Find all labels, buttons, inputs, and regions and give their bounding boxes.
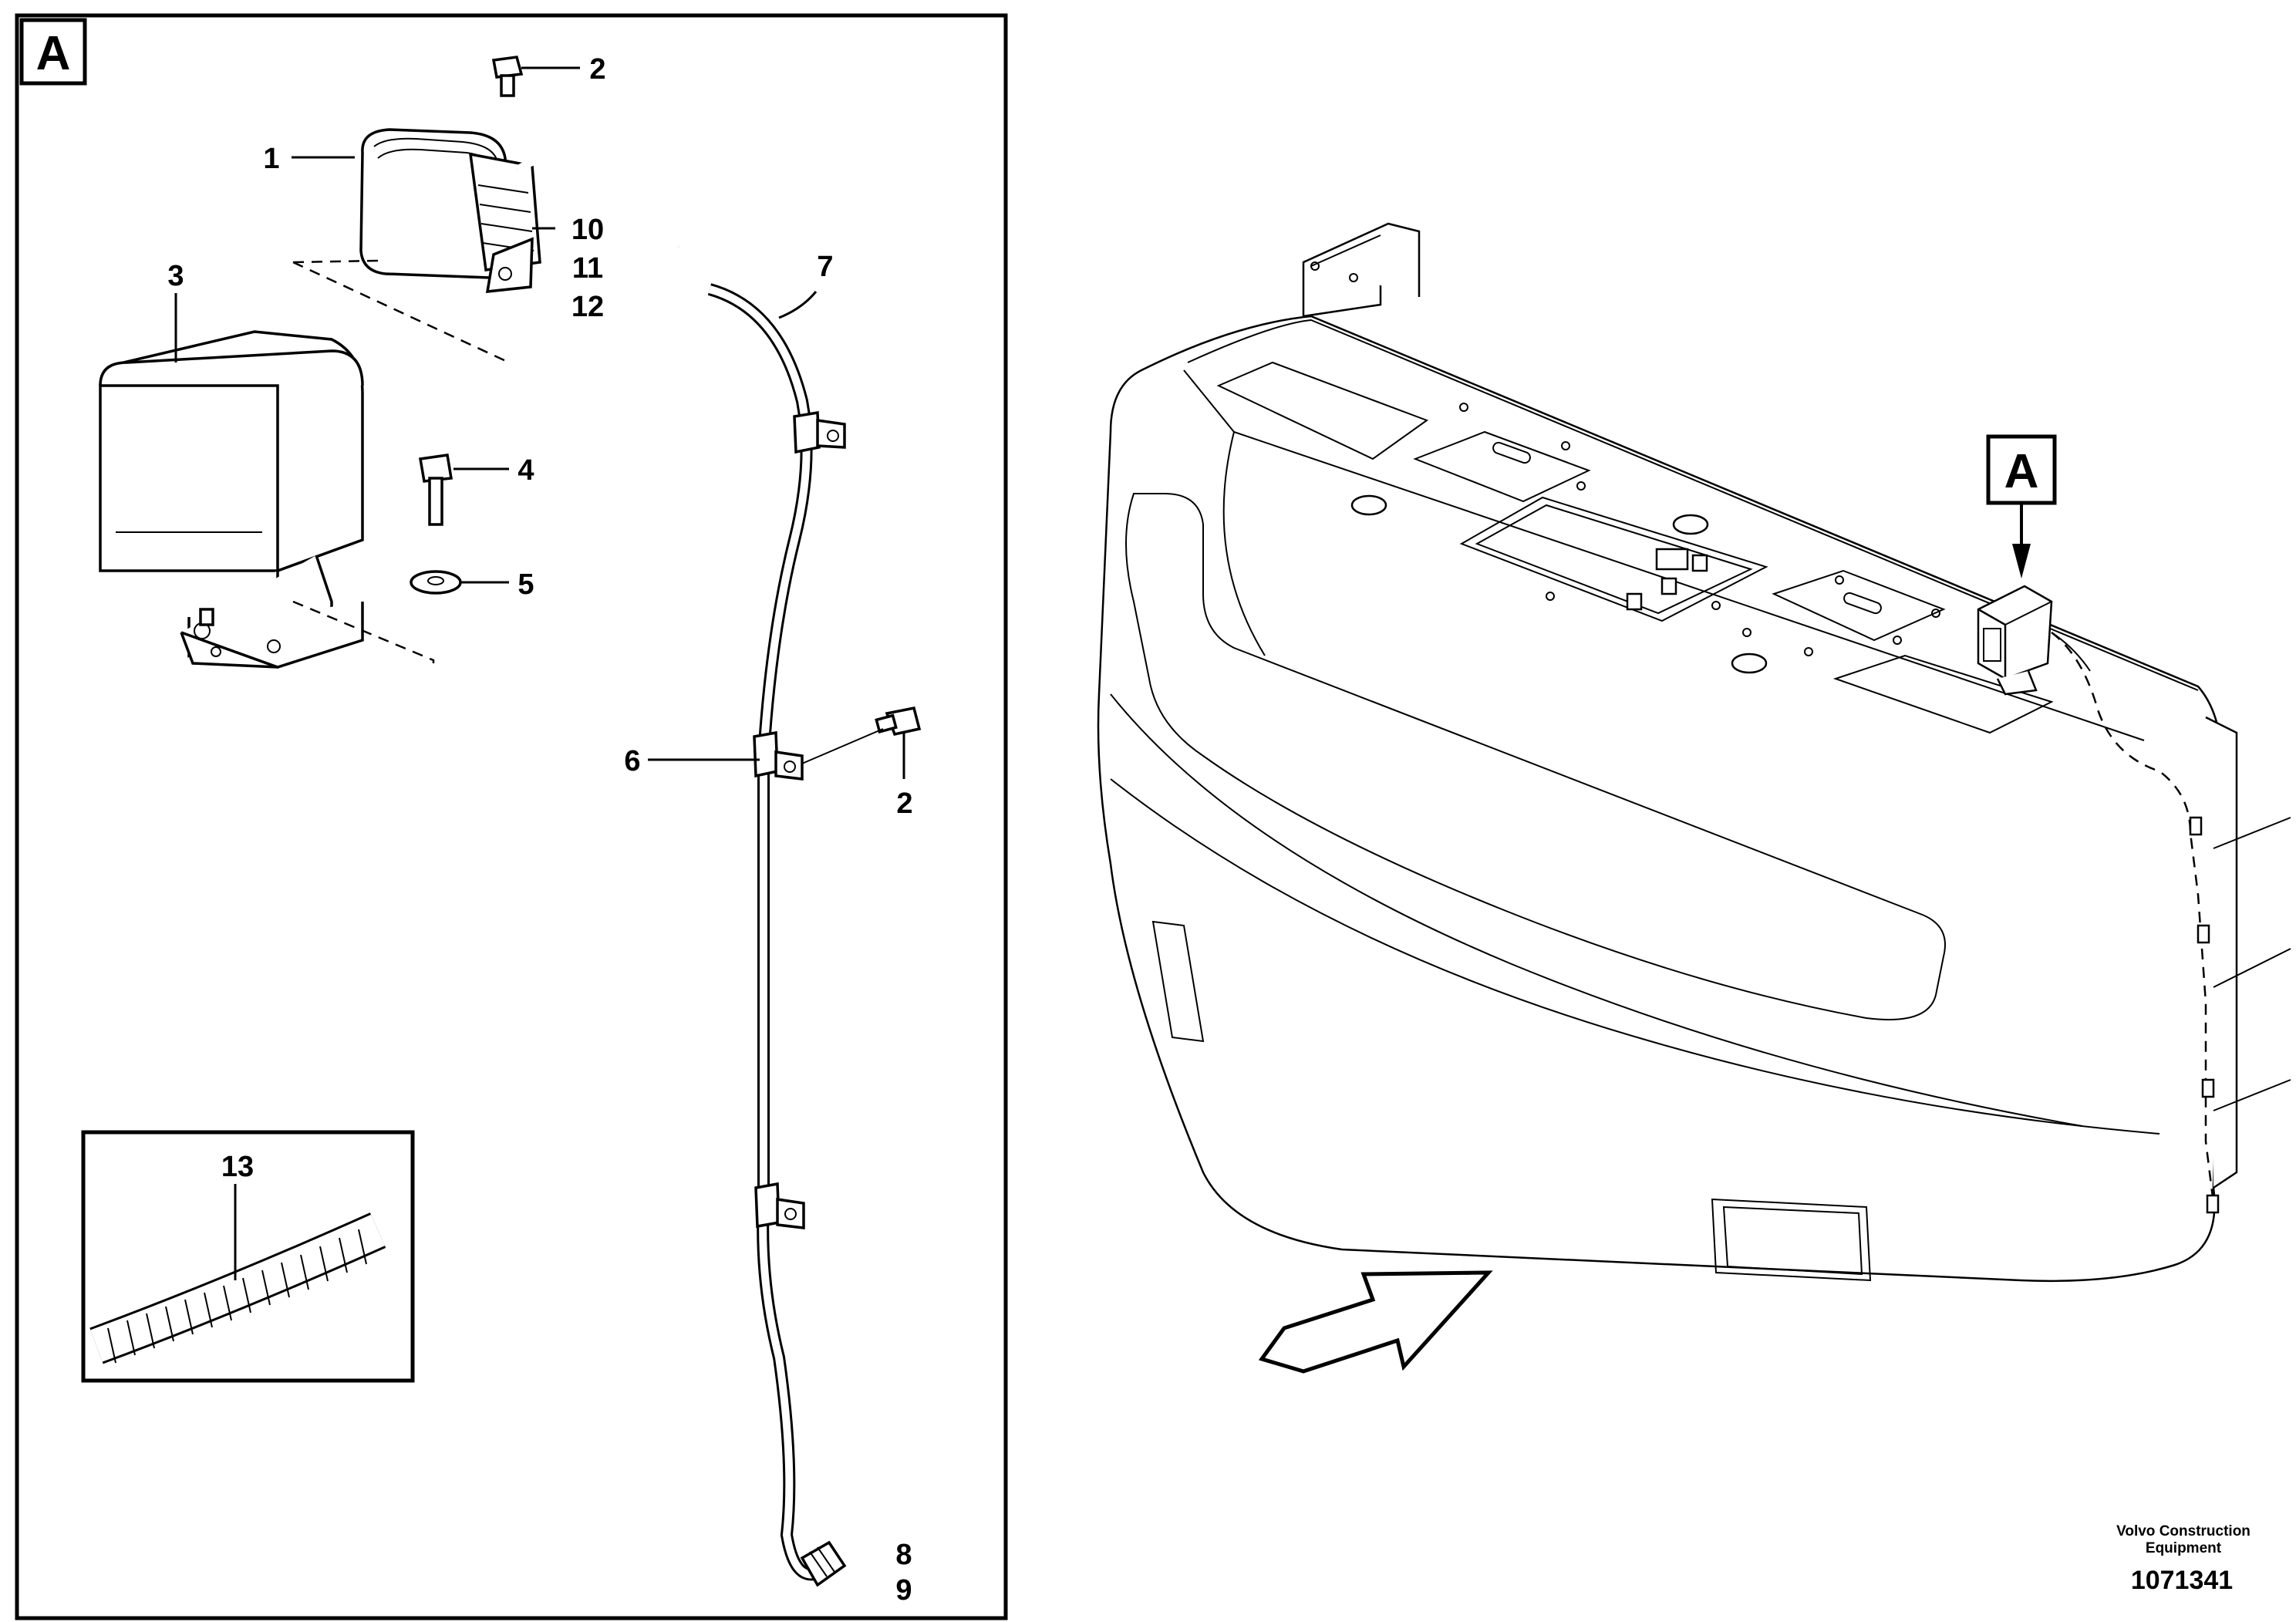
brand-line-2: Equipment (2146, 1540, 2222, 1556)
detail-view-tag-label: A (36, 27, 71, 80)
bolt-4 (418, 454, 453, 526)
side-clips (2189, 816, 2220, 1214)
main-view-tag: A (1986, 434, 2057, 578)
spiral-sleeve (89, 1212, 386, 1364)
document-number: 1071341 (2131, 1566, 2233, 1595)
callout-7: 7 (817, 251, 833, 283)
detail-view-tag: A (19, 18, 87, 86)
mounted-work-lamp (1977, 585, 2053, 696)
callout-6: 6 (624, 745, 640, 777)
cable-connector (800, 1540, 847, 1587)
cable-clip-middle (753, 730, 804, 781)
work-lamp (359, 128, 541, 293)
washer-5 (410, 570, 462, 595)
brand-line-1: Volvo Construction (2116, 1523, 2250, 1539)
cable-clip-lower (754, 1182, 805, 1229)
cable-clip-upper (793, 410, 846, 454)
main-view-tag-label: A (2004, 445, 2039, 498)
callout-9: 9 (895, 1574, 912, 1607)
callout-11: 11 (572, 252, 603, 285)
callout-1: 1 (263, 143, 279, 175)
callout-13: 13 (221, 1151, 254, 1183)
cable-harness (707, 283, 820, 1581)
callout-4: 4 (518, 454, 534, 487)
callout-3: 3 (167, 260, 184, 292)
callout-5: 5 (518, 568, 534, 601)
callout-2-middle: 2 (896, 787, 912, 820)
bolt-middle (875, 706, 922, 737)
callout-8: 8 (895, 1539, 912, 1571)
bolt-top (491, 56, 524, 97)
lamp-guard (99, 330, 364, 669)
view-direction-arrow (1258, 1270, 1493, 1374)
detail-frame (15, 13, 1008, 1620)
callout-10: 10 (571, 214, 604, 246)
counterweight (1097, 222, 2291, 1283)
callout-2-top: 2 (589, 53, 605, 86)
callout-12: 12 (571, 291, 604, 323)
